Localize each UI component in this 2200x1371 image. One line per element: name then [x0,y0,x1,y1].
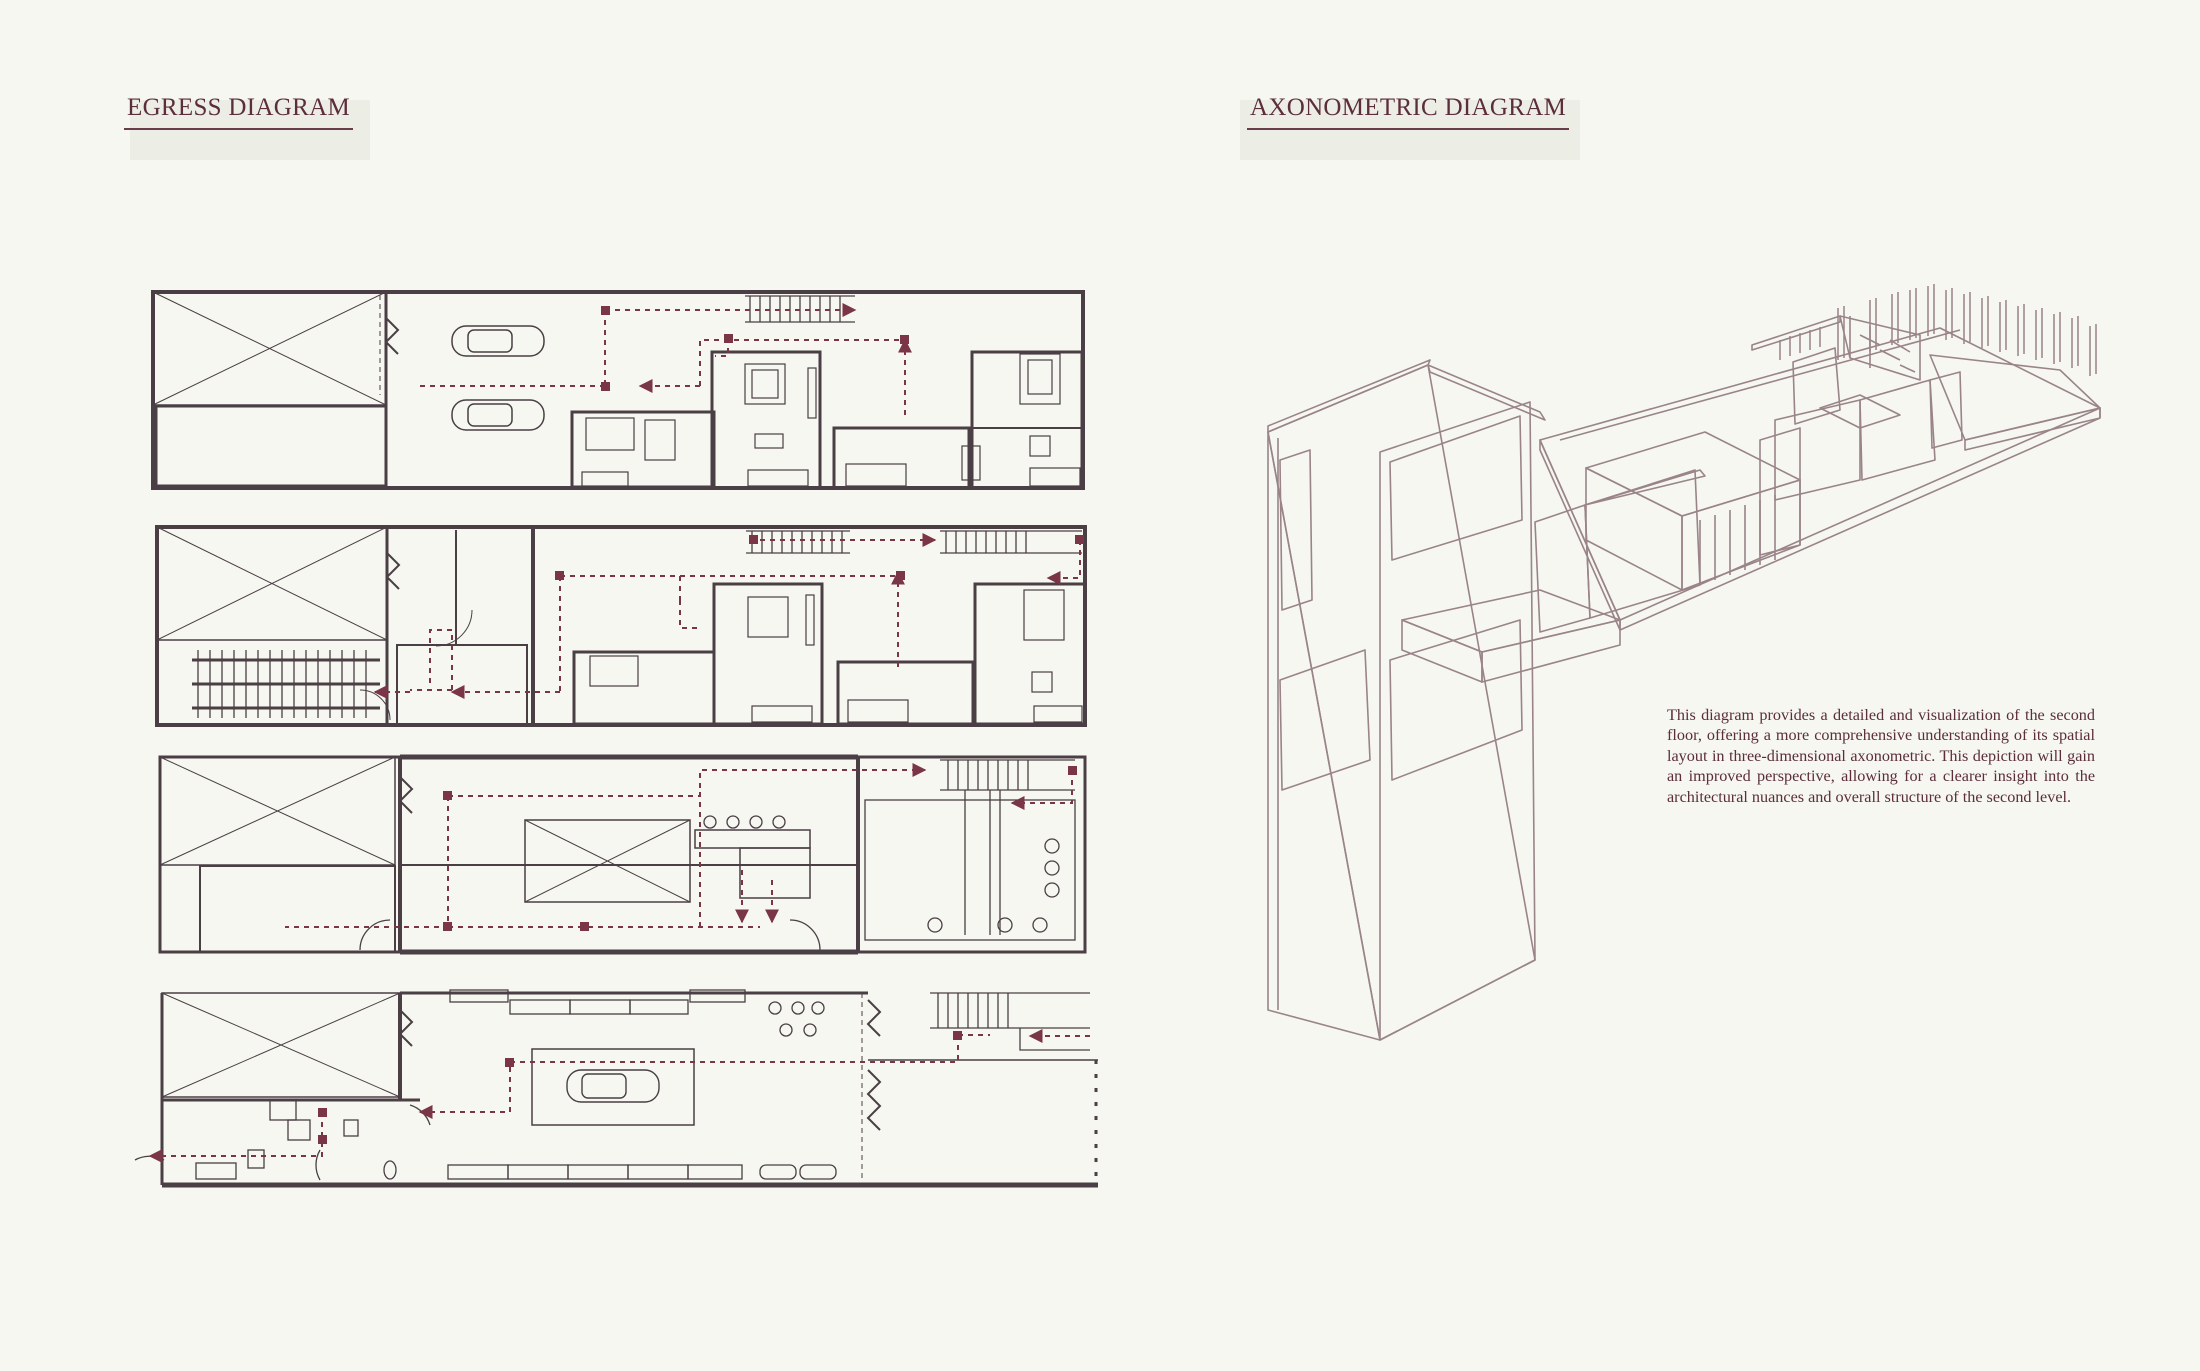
axonometric-description: This diagram provides a detailed and vis… [1667,706,2095,806]
floor-plan-4 [134,989,1098,1188]
egress-path-1 [420,303,912,420]
floor-plan-3 [158,754,1087,955]
egress-path-4 [148,1029,1090,1163]
egress-floor-plans [134,290,1098,1188]
floor-plan-2 [155,525,1087,727]
egress-path-3 [285,763,1073,928]
egress-nodes-3 [443,766,1077,931]
axo-heading-shade [1240,100,1580,160]
egress-diagram-title: EGRESS DIAGRAM [124,94,353,130]
egress-nodes-4 [318,1031,962,1144]
egress-nodes-2 [555,535,1084,580]
car-icon [451,325,545,431]
floor-plan-1 [151,290,1085,490]
egress-heading-shade [130,100,370,160]
egress-nodes-1 [601,306,909,391]
axonometric-diagram-title: AXONOMETRIC DIAGRAM [1247,94,1570,130]
egress-path-2 [373,533,1081,699]
